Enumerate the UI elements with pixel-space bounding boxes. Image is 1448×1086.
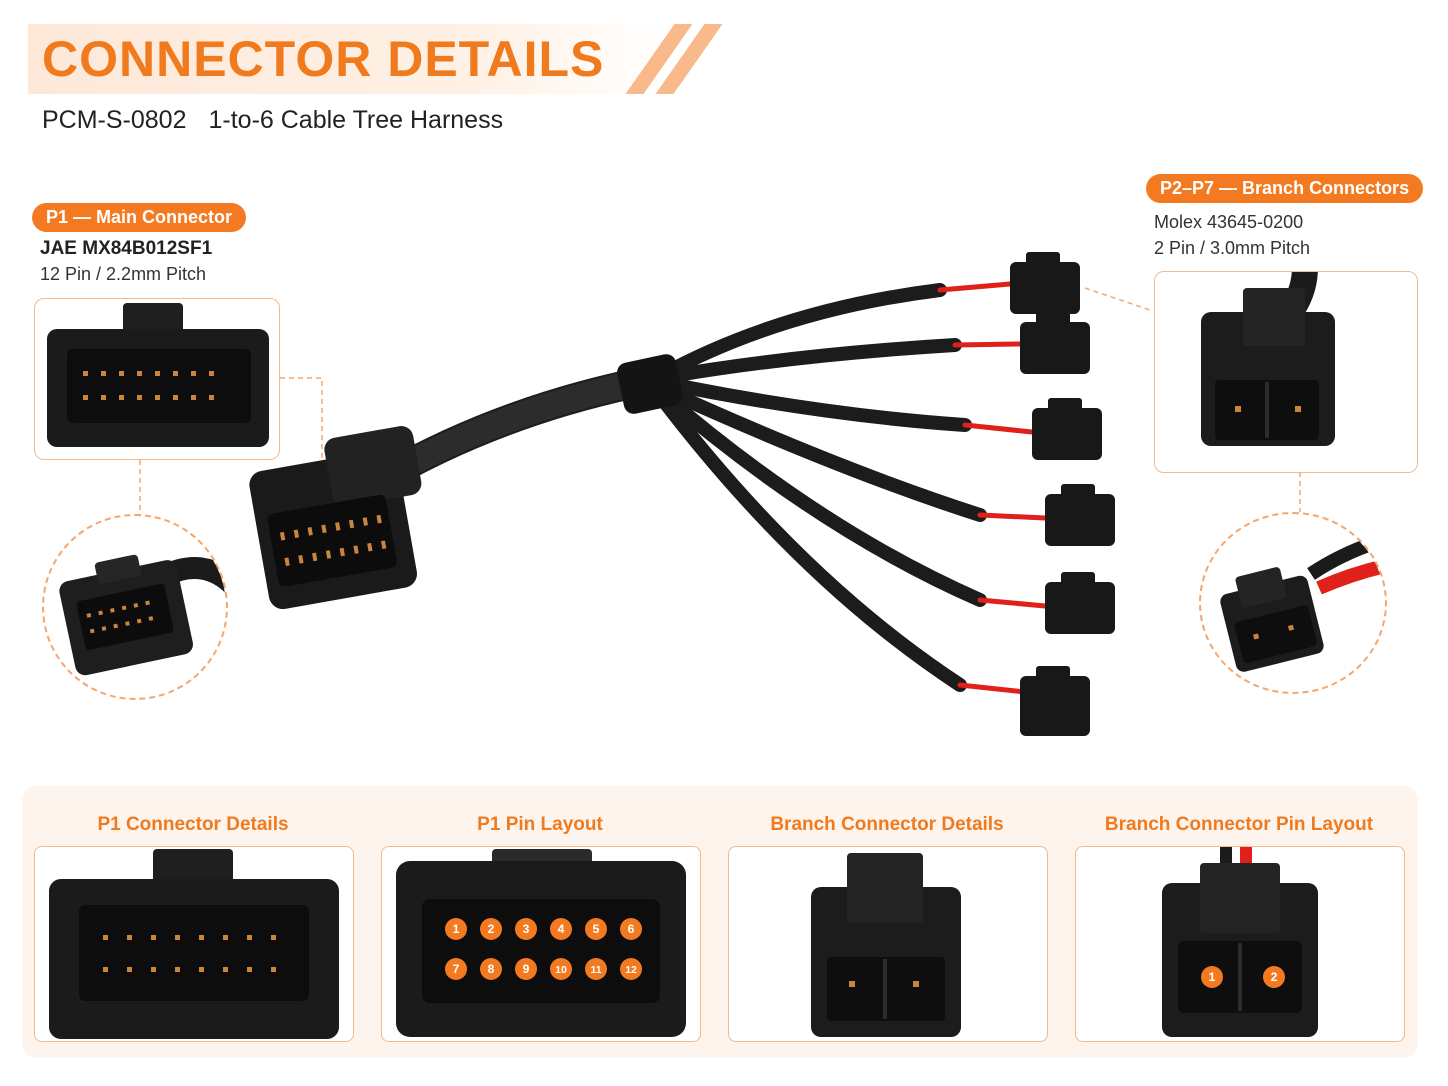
part-number: PCM-S-0802: [42, 106, 187, 134]
svg-text:5: 5: [593, 922, 600, 936]
branch-pin-2: 2: [1263, 966, 1285, 988]
branch-connector-spec: 2 Pin / 3.0mm Pitch: [1154, 238, 1311, 258]
svg-text:4: 4: [558, 922, 565, 936]
main-connector-badge: P1 — Main Connector: [32, 203, 247, 232]
p1-pin-5: 5: [585, 918, 607, 940]
branch-connector-circle-photo: [1199, 512, 1387, 694]
page-title: CONNECTOR DETAILS: [42, 31, 605, 87]
p1-pin-6: 6: [620, 918, 642, 940]
main-connector-spec: 12 Pin / 2.2mm Pitch: [40, 264, 207, 284]
page-subtitle: PCM-S-0802 1-to-6 Cable Tree Harness: [42, 106, 503, 135]
svg-text:11: 11: [590, 965, 601, 976]
branch-details-label: Branch Connector Details: [770, 814, 1004, 835]
product-name: 1-to-6 Cable Tree Harness: [208, 106, 504, 134]
title-band: [28, 24, 668, 94]
p1-pin-7: 7: [445, 958, 467, 980]
branch-details-card: [728, 846, 1048, 1042]
svg-text:2: 2: [488, 922, 495, 936]
branch-pin-1: 1: [1201, 966, 1223, 988]
svg-text:8: 8: [488, 962, 495, 976]
p1-pin-8: 8: [480, 958, 502, 980]
svg-text:2: 2: [1271, 970, 1278, 984]
p1-pin-layout-label: P1 Pin Layout: [477, 814, 603, 835]
p1-pin-11: 11: [585, 958, 607, 980]
p1-details-label: P1 Connector Details: [97, 814, 289, 835]
branch-connector-model: Molex 43645-0200: [1154, 212, 1304, 232]
p1-pin-9: 9: [515, 958, 537, 980]
p1-pin-2: 2: [480, 918, 502, 940]
main-connector-photo: [34, 298, 280, 460]
cable-harness-illustration: [249, 252, 1115, 736]
leader-lines: [139, 287, 1301, 515]
p1-pin-3: 3: [515, 918, 537, 940]
p1-pin-4: 4: [550, 918, 572, 940]
p1-pin-10: 10: [550, 958, 572, 980]
branch-connectors-badge: P2–P7 — Branch Connectors: [1146, 174, 1424, 203]
main-connector-model: JAE MX84B012SF1: [40, 238, 213, 259]
p1-pin-12: 12: [620, 958, 642, 980]
svg-text:7: 7: [453, 962, 460, 976]
branch-pin-layout-label: Branch Connector Pin Layout: [1104, 814, 1374, 835]
svg-text:12: 12: [625, 965, 637, 976]
svg-text:6: 6: [628, 922, 635, 936]
p1-details-card: [34, 846, 354, 1042]
main-connector-circle-photo: [42, 514, 228, 700]
svg-text:1: 1: [1209, 970, 1216, 984]
p1-pin-1: 1: [445, 918, 467, 940]
svg-text:1: 1: [453, 922, 460, 936]
svg-text:10: 10: [555, 965, 567, 976]
svg-text:3: 3: [523, 922, 530, 936]
branch-connector-photo: [1154, 271, 1418, 473]
svg-text:9: 9: [523, 962, 530, 976]
